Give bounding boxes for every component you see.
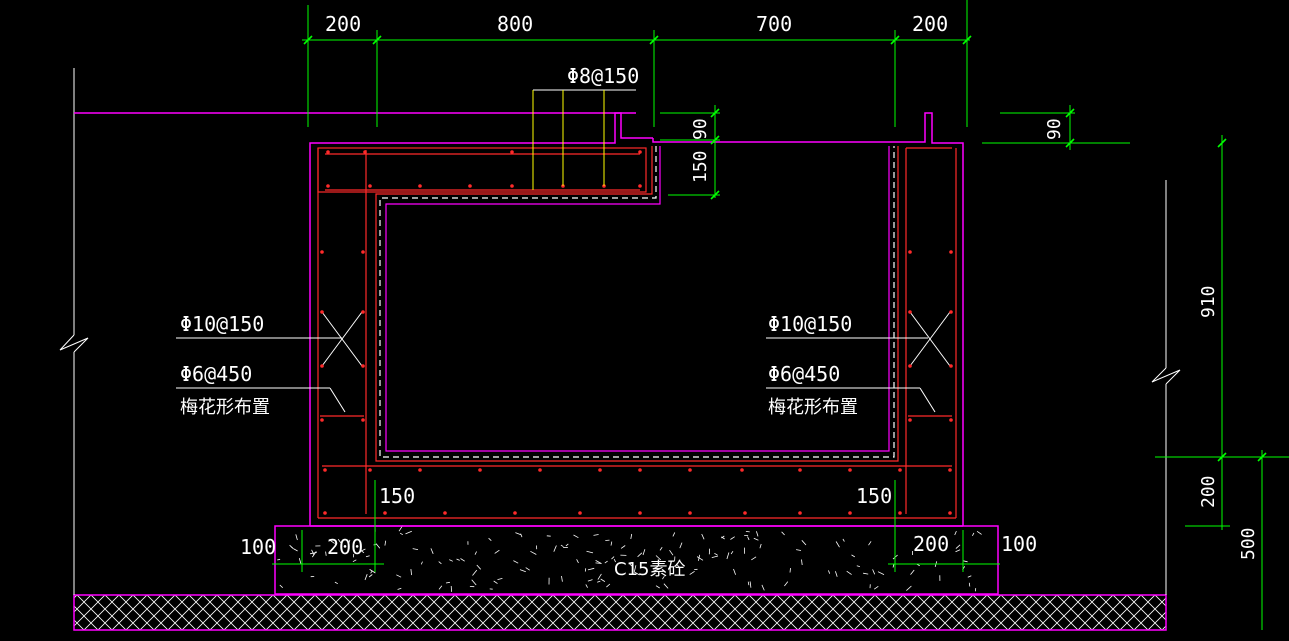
rebar-dot [743,511,747,515]
dim-lid-thickness: 90 [690,118,711,140]
rebar-dot [948,468,952,472]
rebar-dots [320,150,953,515]
rebar-dot [949,418,953,422]
rebar-dot [638,150,642,154]
rebar-dot [538,468,542,472]
rebar-dot [443,511,447,515]
label-top-bars: Φ8@150 [567,64,639,88]
rebar-dot [688,468,692,472]
label-right-main: Φ10@150 [768,312,852,336]
rebar-dot [898,468,902,472]
rebar-cage [317,147,957,519]
rebar-dot [363,150,367,154]
concrete-cushion [274,525,999,595]
rebar-dot [326,184,330,188]
rebar-dot [361,250,365,254]
rebar-dot [478,468,482,472]
rebar-dot [688,511,692,515]
label-right-tie-note: 梅花形布置 [768,397,858,418]
dimension-lines [272,0,1289,630]
label-left-main: Φ10@150 [180,312,264,336]
break-lines [59,68,1181,595]
rebar-dot [323,511,327,515]
rebar-dot [368,468,372,472]
rebar-dot [578,511,582,515]
rebar-dot [638,184,642,188]
rebar-dot [320,310,324,314]
rebar-dot [638,511,642,515]
label-left-tie: Φ6@450 [180,362,252,386]
rebar-dot [361,418,365,422]
rebar-dot [908,310,912,314]
dim-right-top: 90 [1044,118,1065,140]
rebar-dot [898,511,902,515]
dim-bottom-left-wall: 200 [327,535,363,559]
rebar-dot [948,511,952,515]
box-outline [74,112,1130,527]
rebar-dot [326,150,330,154]
rebar-dot [361,364,365,368]
dim-bottom-left-offset: 100 [240,535,276,559]
inner-cavity [375,146,899,462]
rebar-dot [908,364,912,368]
dim-top-1: 200 [325,12,361,36]
dim-base: 200 [1198,475,1219,508]
dim-total: 500 [1238,527,1259,560]
dim-height-main: 910 [1198,285,1219,318]
rebar-dot [320,250,324,254]
rebar-dot [848,511,852,515]
rebar-dot [798,468,802,472]
rebar-dot [383,511,387,515]
rebar-dot [949,250,953,254]
rebar-dot [418,184,422,188]
rebar-dot [908,250,912,254]
label-right-tie: Φ6@450 [768,362,840,386]
rebar-dot [361,310,365,314]
rebar-dot [320,364,324,368]
dim-bottom-right-offset: 100 [1001,532,1037,556]
dim-bottom-right-wall: 200 [913,532,949,556]
rebar-dot [949,364,953,368]
rebar-dot [513,511,517,515]
rebar-dot [908,418,912,422]
rebar-dot [949,310,953,314]
rebar-dot [368,184,372,188]
dim-top-3: 700 [756,12,792,36]
dim-inner-right: 150 [856,484,892,508]
rebar-dot [323,468,327,472]
rebar-dot [510,184,514,188]
dim-lid-depth: 150 [690,150,711,183]
leader-side-bars [176,337,936,413]
ground-hatch [73,594,1167,631]
dim-top-4: 200 [912,12,948,36]
rebar-dot [798,511,802,515]
leader-top-bars [532,89,636,190]
rebar-dot [320,418,324,422]
dim-top-2: 800 [497,12,533,36]
rebar-dot [510,150,514,154]
rebar-dot [740,468,744,472]
rebar-dot [598,468,602,472]
rebar-dot [638,468,642,472]
rebar-dot [848,468,852,472]
dim-inner-left: 150 [379,484,415,508]
rebar-dot [468,184,472,188]
label-left-tie-note: 梅花形布置 [180,397,270,418]
rebar-dot [418,468,422,472]
label-cushion: C15素砼 [614,559,685,580]
